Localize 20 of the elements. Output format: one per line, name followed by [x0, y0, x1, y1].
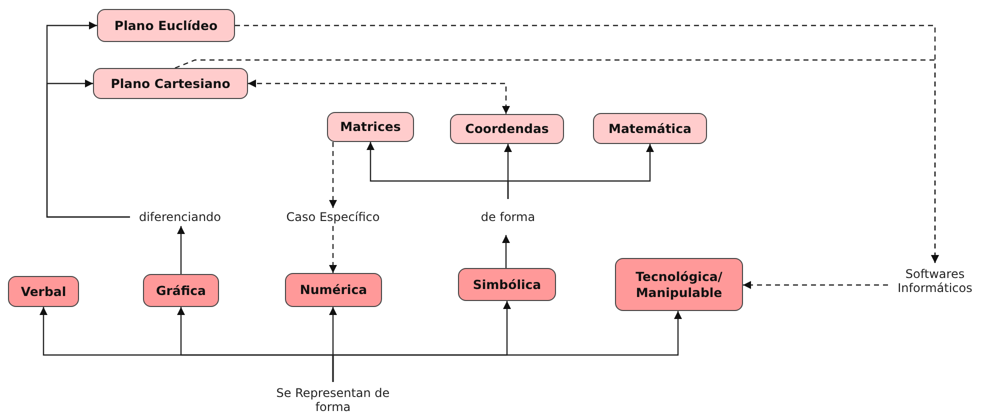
concept-box: Numérica [285, 273, 382, 307]
arrow [329, 226, 337, 273]
concept-box: Matrices [327, 112, 414, 142]
concept-box: Matemática [593, 113, 707, 144]
arrow [507, 144, 654, 199]
concept-box: Gráfica [143, 274, 219, 307]
concept-box: Plano Cartesiano [93, 68, 248, 99]
concept-box: Coordendas [450, 114, 564, 144]
arrow [248, 80, 510, 114]
arrow [502, 235, 510, 268]
arrow [743, 281, 888, 289]
concept-box: Tecnológica/ Manipulable [615, 258, 743, 311]
arrow [174, 59, 939, 263]
arrow [329, 142, 337, 208]
arrow [177, 226, 185, 274]
concept-box: Simbólica [458, 268, 556, 301]
arrow [332, 311, 682, 382]
concept-box: Plano Euclídeo [97, 9, 235, 42]
concept-box: Verbal [8, 276, 79, 307]
arrow [46, 80, 130, 218]
